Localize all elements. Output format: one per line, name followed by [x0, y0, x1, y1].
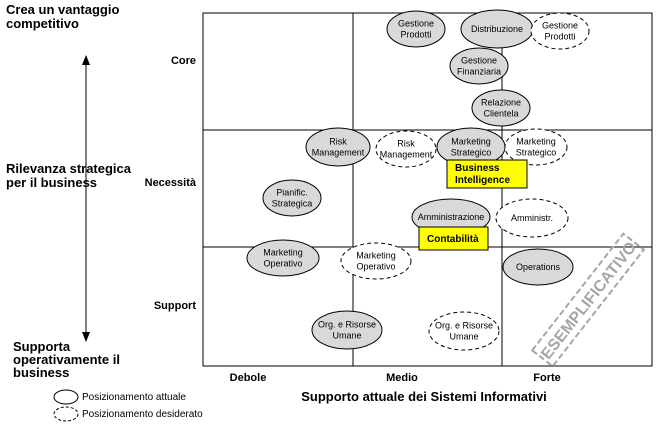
node-label: Amministrazione	[418, 212, 485, 222]
node-ellipse	[246, 239, 320, 277]
node-label: Pianific.	[276, 188, 308, 198]
node-label: Operativo	[263, 259, 302, 269]
node-label: Gestione	[461, 56, 497, 66]
node-label: Org. e Risorse	[318, 320, 376, 330]
node-ellipse	[428, 311, 500, 351]
highlight-label: Intelligence	[455, 175, 510, 186]
vertical-arrow	[82, 55, 90, 342]
node-ellipse	[311, 310, 383, 350]
node-ellipse	[386, 10, 446, 48]
row-label-core: Core	[170, 55, 196, 67]
node-label: Operations	[516, 262, 561, 272]
node-label: Org. e Risorse	[435, 321, 493, 331]
node-ellipse	[502, 248, 574, 286]
node-label: Clientela	[483, 109, 518, 119]
node-desired-11: Amministr.	[495, 198, 569, 238]
node-label: Marketing	[516, 137, 556, 147]
node-label: Gestione	[398, 19, 434, 29]
col-label-medio: Medio	[386, 372, 418, 384]
node-actual-10: Amministrazione	[411, 198, 491, 236]
node-ellipse	[262, 179, 322, 217]
highlight-rect	[446, 159, 528, 189]
node-label: Amministr.	[511, 213, 553, 223]
col-label-forte: Forte	[533, 372, 561, 384]
node-ellipse	[449, 47, 509, 85]
axis-bottom-label: Supporta operativamente il business	[13, 339, 120, 380]
highlight-rect	[418, 226, 489, 251]
node-label: Risk	[329, 137, 347, 147]
legend-desired-label: Posizionamento desiderato	[82, 409, 203, 420]
node-ellipse	[495, 198, 569, 238]
node-label: Relazione	[481, 98, 521, 108]
node-label: Operativo	[356, 262, 395, 272]
node-label: Prodotti	[544, 32, 575, 42]
node-ellipse	[340, 242, 412, 280]
legend-actual-ellipse	[53, 389, 79, 405]
row-label-support: Support	[153, 300, 196, 312]
node-ellipse	[530, 12, 590, 50]
highlight-label: Contabilità	[427, 234, 479, 245]
node-ellipse	[375, 130, 437, 168]
node-label: Marketing	[263, 248, 303, 258]
node-label: Strategico	[516, 148, 557, 158]
node-actual-1: Distribuzione	[460, 9, 534, 49]
node-label: Marketing	[451, 137, 491, 147]
highlight-box-1: Contabilità	[418, 226, 489, 251]
node-ellipse	[471, 89, 531, 127]
node-ellipse	[504, 128, 568, 166]
node-ellipse	[305, 127, 371, 167]
node-label: Umane	[449, 332, 478, 342]
node-label: Marketing	[356, 251, 396, 261]
node-label: Gestione	[542, 21, 578, 31]
legend-desired-ellipse	[53, 406, 79, 422]
x-axis-title: Supporto attuale dei Sistemi Informativi	[301, 389, 547, 404]
node-label: Strategica	[272, 199, 313, 209]
node-label: Finanziaria	[457, 67, 501, 77]
row-label-necessita: Necessità	[144, 177, 196, 189]
node-actual-14: Operations	[502, 248, 574, 286]
node-actual-9: Pianific.Strategica	[262, 179, 322, 217]
legend-actual-label: Posizionamento attuale	[82, 392, 186, 403]
node-label: Distribuzione	[471, 24, 523, 34]
node-label: Strategico	[451, 148, 492, 158]
axis-middle-label: Rilevanza strategica per il business	[6, 161, 132, 190]
col-label-debole: Debole	[229, 372, 267, 384]
axis-top-label: Crea un vantaggio competitivo	[6, 2, 120, 31]
highlight-label: Business	[455, 163, 500, 174]
node-label: Management	[312, 148, 365, 158]
node-label: Prodotti	[400, 30, 431, 40]
node-label: Umane	[332, 331, 361, 341]
node-label: Risk	[397, 139, 415, 149]
node-label: Management	[380, 150, 433, 160]
